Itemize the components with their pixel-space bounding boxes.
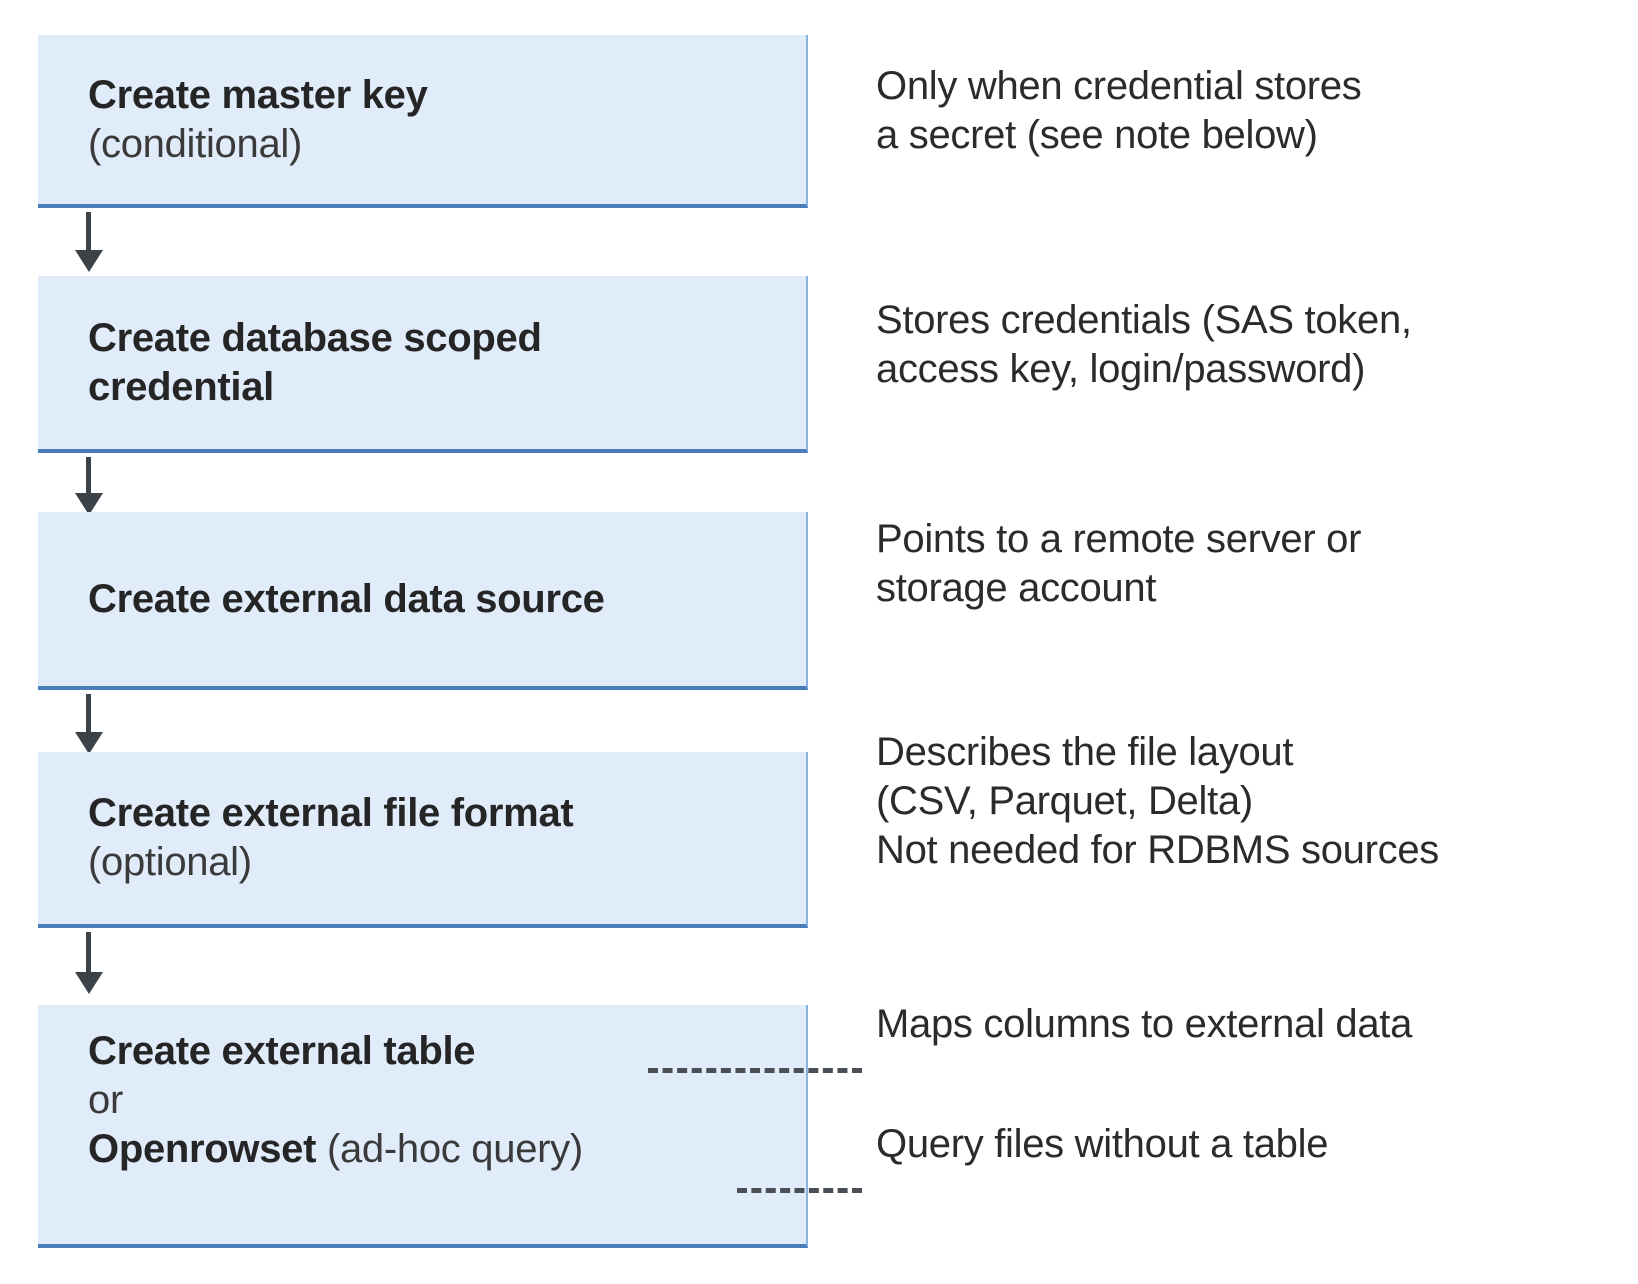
- note-line: Only when credential stores: [876, 64, 1362, 108]
- arrow-shaft: [86, 932, 91, 974]
- arrow-shaft: [86, 212, 91, 252]
- step-alternative-title: Openrowset (ad-hoc query): [88, 1125, 792, 1174]
- note-line: access key, login/password): [876, 346, 1366, 391]
- arrow-step2-to-step3: [75, 457, 103, 515]
- note-openrowset: Query files without a table: [876, 1120, 1328, 1169]
- note-create-database-scoped-credential: Stores credentials (SAS token, access ke…: [876, 296, 1412, 394]
- note-create-external-file-format: Describes the file layout (CSV, Parquet,…: [876, 728, 1439, 874]
- note-create-external-data-source: Points to a remote server or storage acc…: [876, 515, 1361, 613]
- step-alternative-connector: or: [88, 1077, 123, 1122]
- step-box-create-external-table-or-openrowset: Create external table or Openrowset (ad-…: [38, 1005, 808, 1248]
- note-create-master-key: Only when credential stores a secret (se…: [876, 62, 1362, 160]
- note-line: Points to a remote server or: [876, 517, 1362, 561]
- step-subtitle: (conditional): [88, 121, 302, 166]
- note-line: Maps columns to external data: [876, 1002, 1413, 1046]
- arrow-shaft: [86, 694, 91, 734]
- arrow-head: [75, 250, 103, 272]
- step-title: Create external data source: [88, 576, 605, 621]
- note-line: Query files without a table: [876, 1122, 1329, 1166]
- arrow-step3-to-step4: [75, 694, 103, 754]
- note-line: Not needed for RDBMS sources: [876, 827, 1439, 872]
- step-title: Create external file format: [88, 791, 574, 836]
- dashed-connector-openrowset: [737, 1188, 862, 1193]
- step-title: Create database scoped: [88, 315, 542, 360]
- arrow-head: [75, 493, 103, 515]
- step-title: Create master key: [88, 72, 428, 117]
- step-box-create-master-key: Create master key (conditional): [38, 35, 808, 208]
- arrow-step1-to-step2: [75, 212, 103, 272]
- note-line: a secret (see note below): [876, 112, 1318, 157]
- step-title: Create external table: [88, 1029, 476, 1073]
- step-subtitle: (optional): [88, 840, 252, 884]
- arrow-head: [75, 972, 103, 994]
- note-line: Describes the file layout: [876, 730, 1294, 774]
- arrow-step4-to-step5: [75, 932, 103, 994]
- step-box-create-external-file-format: Create external file format (optional): [38, 752, 808, 928]
- arrow-shaft: [86, 457, 91, 495]
- step-box-create-database-scoped-credential: Create database scoped credential: [38, 276, 808, 453]
- note-line: (CSV, Parquet, Delta): [876, 778, 1253, 823]
- arrow-head: [75, 732, 103, 754]
- dashed-connector-external-table: [648, 1068, 862, 1073]
- step-alternative-name: Openrowset: [88, 1126, 317, 1171]
- step-title-continued: credential: [88, 364, 274, 409]
- note-create-external-table: Maps columns to external data: [876, 1000, 1412, 1049]
- step-alternative-qualifier: (ad-hoc query): [316, 1126, 583, 1171]
- note-line: Stores credentials (SAS token,: [876, 298, 1412, 342]
- step-box-create-external-data-source: Create external data source: [38, 512, 808, 690]
- note-line: storage account: [876, 565, 1157, 610]
